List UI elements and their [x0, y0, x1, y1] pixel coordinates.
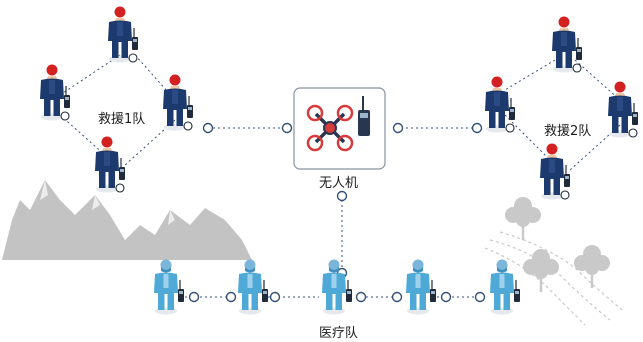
team2-label: 救援2队 [544, 124, 592, 139]
tree-icon [521, 247, 561, 294]
rescuer-icon [107, 5, 139, 64]
medic-icon [153, 258, 185, 316]
medic-icon [405, 258, 437, 316]
rescuer-icon [94, 135, 126, 194]
medic-icon [489, 258, 521, 316]
rescuer-icon [607, 80, 639, 139]
team1-label: 救援1队 [98, 112, 146, 127]
tree-icon [572, 243, 612, 290]
mountain-icon [2, 180, 252, 260]
rescuer-icon [162, 73, 194, 132]
rescuer-icon [484, 75, 516, 134]
rescuer-icon [551, 15, 583, 74]
drone-icon [293, 87, 386, 170]
tree-icon [503, 195, 543, 242]
rescuer-icon [39, 63, 71, 122]
road-decoration [484, 231, 626, 326]
link-nodes [188, 122, 486, 303]
medic-icon [321, 258, 353, 316]
radio-icon [358, 96, 370, 136]
rescuer-icon [539, 142, 571, 201]
drone-label: 无人机 [319, 176, 359, 191]
team2-links [504, 59, 621, 171]
medic-icon [237, 258, 269, 316]
medical-team-label: 医疗队 [319, 326, 359, 341]
